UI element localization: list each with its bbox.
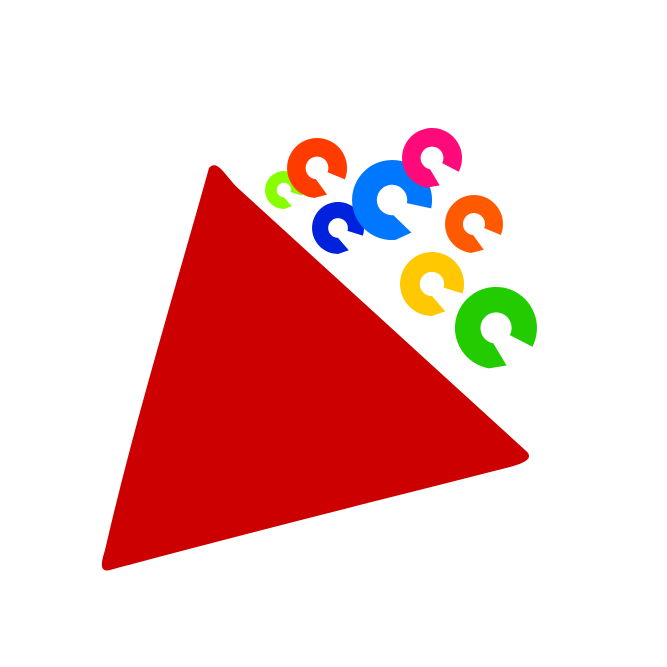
confetti-curl-icon (402, 128, 463, 188)
confetti-curl-icon (445, 195, 503, 253)
confetti-group (265, 128, 537, 369)
confetti-curl-icon (400, 252, 465, 317)
confetti-curl-icon (287, 138, 347, 198)
confetti-curl-icon (454, 286, 537, 369)
confetti-curl-icon (312, 202, 365, 254)
party-popper-cone-icon (101, 165, 530, 571)
